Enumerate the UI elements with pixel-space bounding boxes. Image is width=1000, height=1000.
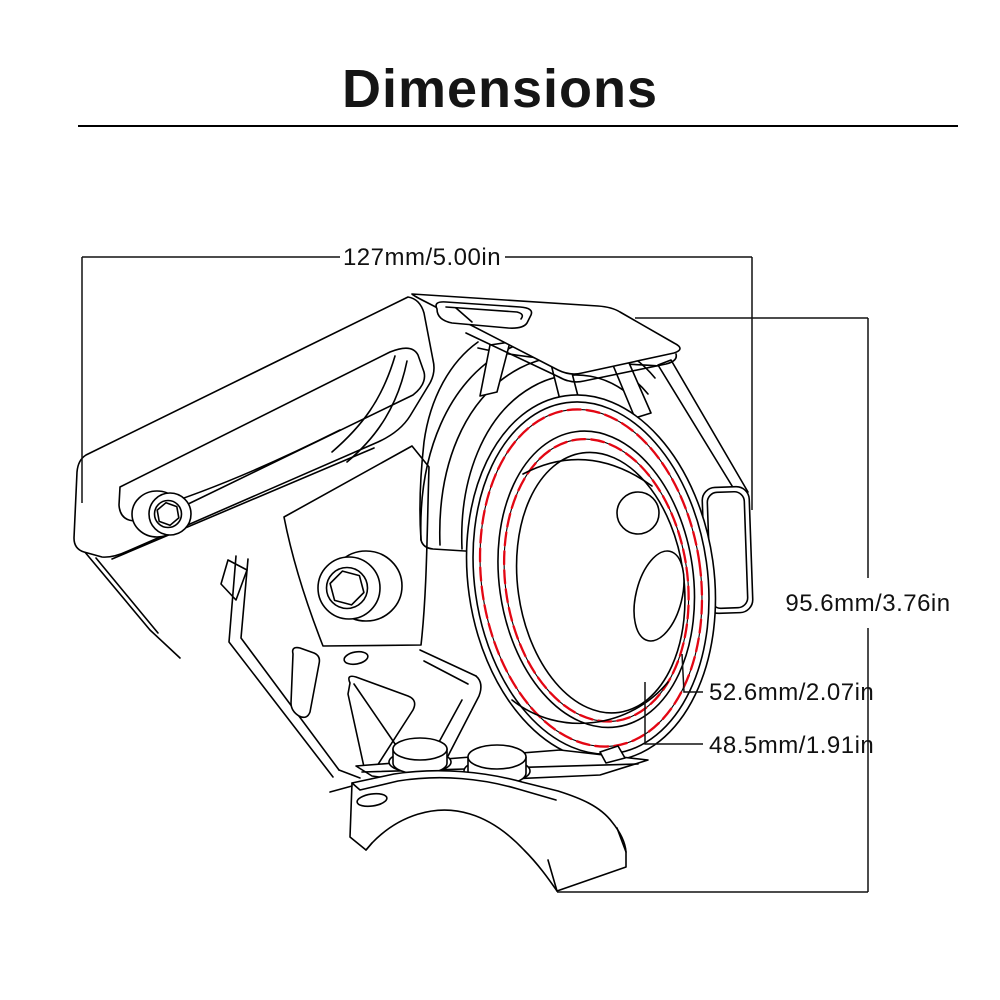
- hex-bolt: [317, 550, 403, 622]
- height-dimension-label: 95.6mm/3.76in: [785, 590, 950, 617]
- lens-highlight-dot: [616, 491, 660, 535]
- width-dimension-label: 127mm/5.00in: [343, 244, 501, 271]
- outer-lens-dimension-label: 52.6mm/2.07in: [709, 679, 874, 706]
- inner-lens-red-marker: [502, 437, 690, 723]
- front-plate: [283, 445, 430, 647]
- page-title: Dimensions: [341, 59, 659, 119]
- inner-lens-dimension-label: 48.5mm/1.91in: [709, 732, 874, 759]
- height-dimension: [557, 317, 869, 893]
- mount-bolt-left: [131, 490, 192, 538]
- lens-highlight-oval: [633, 550, 685, 642]
- title-divider: [78, 125, 958, 127]
- lamp-bezel: [465, 394, 717, 762]
- canopy-plate: [411, 293, 681, 383]
- clamp-base: [329, 769, 627, 892]
- rear-bracket-edges: [83, 550, 248, 659]
- outer-lens-leader-line: [681, 653, 703, 693]
- lower-arm: [228, 555, 482, 779]
- lens-highlights: [616, 491, 685, 642]
- housing-rings: [419, 333, 656, 554]
- outer-lens-red-marker: [478, 408, 704, 748]
- hex-socket-small: [156, 501, 180, 527]
- hex-socket-large: [329, 570, 365, 606]
- inner-lens-leader-line: [644, 682, 703, 745]
- dimension-annotations: [81, 256, 869, 893]
- width-dimension: [81, 256, 753, 510]
